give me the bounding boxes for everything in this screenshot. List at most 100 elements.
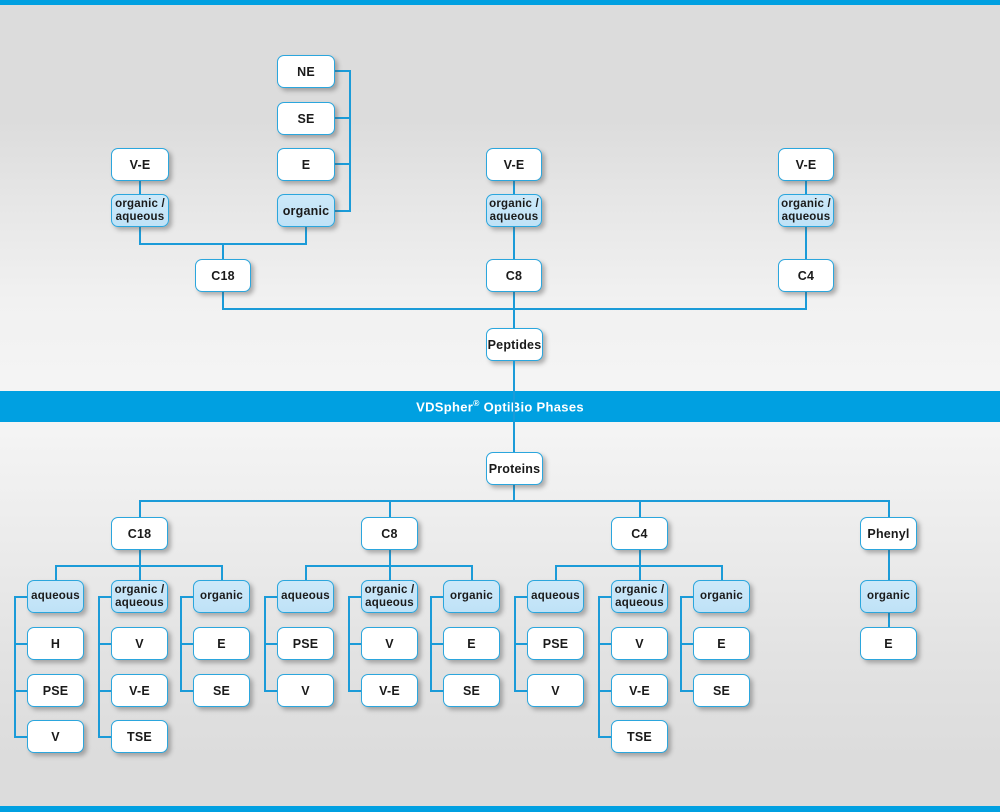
proteins-c4-group-organic[interactable]: organic <box>693 580 750 613</box>
proteins-phase-c4[interactable]: C4 <box>611 517 668 550</box>
proteins-c4-oa-child-ve[interactable]: V-E <box>611 674 668 707</box>
proteins-c18-group-organic-aqueous[interactable]: organic / aqueous <box>111 580 168 613</box>
box-label: NE <box>297 64 315 79</box>
box-label: organic <box>282 203 330 218</box>
box-label: V-E <box>379 683 400 698</box>
connector-p-c18-down <box>139 550 141 565</box>
connector-oa-down <box>139 227 141 243</box>
connector-p-c18-to-oa <box>139 565 141 580</box>
connector-stub <box>180 643 194 645</box>
proteins-phase-phenyl[interactable]: Phenyl <box>860 517 917 550</box>
box-label: aqueous <box>281 590 330 603</box>
connector-p-c8-group-bus <box>305 565 471 567</box>
box-label: V <box>301 683 310 698</box>
box-label: Peptides <box>487 337 542 352</box>
peptides-c18-organic-child-se[interactable]: SE <box>277 102 335 135</box>
box-label-line2: aqueous <box>115 210 165 223</box>
peptides-phase-c8[interactable]: C8 <box>486 259 542 292</box>
proteins-c8-group-aqueous[interactable]: aqueous <box>277 580 334 613</box>
proteins-c8-oa-child-v[interactable]: V <box>361 627 418 660</box>
proteins-c18-organic-child-se[interactable]: SE <box>193 674 250 707</box>
proteins-c4-aqueous-child-pse[interactable]: PSE <box>527 627 584 660</box>
proteins-phase-c18[interactable]: C18 <box>111 517 168 550</box>
box-label: aqueous <box>531 590 580 603</box>
proteins-c8-group-organic[interactable]: organic <box>443 580 500 613</box>
peptides-c8-oa-child-ve[interactable]: V-E <box>486 148 542 181</box>
box-label: organic <box>200 590 243 603</box>
connector-stub <box>680 596 694 598</box>
peptides-c18-group-organic-aqueous[interactable]: organic / aqueous <box>111 194 169 227</box>
box-label: SE <box>712 683 731 698</box>
box-label: C8 <box>505 268 523 283</box>
proteins-c18-oa-child-tse[interactable]: TSE <box>111 720 168 753</box>
peptides-c8-group-organic-aqueous[interactable]: organic / aqueous <box>486 194 542 227</box>
peptides-c18-group-organic[interactable]: organic <box>277 194 335 227</box>
connector-peptides-c8-ve-to-oa <box>513 181 515 194</box>
proteins-c8-organic-child-e[interactable]: E <box>443 627 500 660</box>
box-label: C18 <box>127 526 152 541</box>
peptides-c18-organic-child-ne[interactable]: NE <box>277 55 335 88</box>
proteins-c4-oa-child-v[interactable]: V <box>611 627 668 660</box>
proteins-c8-organic-child-se[interactable]: SE <box>443 674 500 707</box>
peptides-phase-c18[interactable]: C18 <box>195 259 251 292</box>
box-label: H <box>50 636 61 651</box>
proteins-phase-c8[interactable]: C8 <box>361 517 418 550</box>
box-label: C4 <box>631 526 648 541</box>
connector-organic-down <box>305 227 307 243</box>
proteins-c4-organic-child-se[interactable]: SE <box>693 674 750 707</box>
connector-stub <box>348 596 362 598</box>
proteins-c8-aqueous-child-v[interactable]: V <box>277 674 334 707</box>
banner-text-main: VDSpher <box>416 399 474 415</box>
proteins-c4-aqueous-child-v[interactable]: V <box>527 674 584 707</box>
proteins-c4-organic-child-e[interactable]: E <box>693 627 750 660</box>
connector-p-c8-down <box>389 550 391 565</box>
proteins-c8-aqueous-child-pse[interactable]: PSE <box>277 627 334 660</box>
proteins-c4-group-aqueous[interactable]: aqueous <box>527 580 584 613</box>
proteins-c8-group-organic-aqueous[interactable]: organic / aqueous <box>361 580 418 613</box>
connector-stub-e <box>335 163 351 165</box>
box-label: E <box>217 636 226 651</box>
box-label: C18 <box>211 268 235 283</box>
box-label: SE <box>212 683 231 698</box>
proteins-c18-group-aqueous[interactable]: aqueous <box>27 580 84 613</box>
box-label: V <box>385 636 394 651</box>
proteins-phenyl-organic-child-e[interactable]: E <box>860 627 917 660</box>
proteins-c4-oa-child-tse[interactable]: TSE <box>611 720 668 753</box>
connector-stub <box>514 596 528 598</box>
connector-c8-to-peptides-bus <box>513 292 515 308</box>
peptides-c4-oa-child-ve[interactable]: V-E <box>778 148 834 181</box>
box-label: aqueous <box>31 590 80 603</box>
peptides-c18-oa-child-ve[interactable]: V-E <box>111 148 169 181</box>
connector-p-c4-down <box>639 550 641 565</box>
peptides-root[interactable]: Peptides <box>486 328 543 361</box>
connector-p-c18-oa-rail <box>98 596 100 736</box>
box-label: PSE <box>292 636 319 651</box>
connector-proteins-main-bus <box>139 500 889 502</box>
proteins-c18-aqueous-child-pse[interactable]: PSE <box>27 674 84 707</box>
connector-bus-to-p-c18 <box>139 500 141 517</box>
peptides-c18-organic-child-e[interactable]: E <box>277 148 335 181</box>
peptides-phase-c4[interactable]: C4 <box>778 259 834 292</box>
proteins-phenyl-group-organic[interactable]: organic <box>860 580 917 613</box>
proteins-c8-oa-child-ve[interactable]: V-E <box>361 674 418 707</box>
proteins-c18-aqueous-child-h[interactable]: H <box>27 627 84 660</box>
connector-stub <box>264 643 278 645</box>
proteins-c4-group-organic-aqueous[interactable]: organic / aqueous <box>611 580 668 613</box>
connector-p-c4-to-oa <box>639 565 641 580</box>
connector-stub <box>514 643 528 645</box>
banner-text-suffix: OptiBio Phases <box>479 399 584 415</box>
proteins-c18-group-organic[interactable]: organic <box>193 580 250 613</box>
peptides-c4-group-organic-aqueous[interactable]: organic / aqueous <box>778 194 834 227</box>
connector-p-c8-to-aqueous <box>305 565 307 580</box>
box-label: V <box>551 683 560 698</box>
connector-stub <box>430 596 444 598</box>
connector-stub <box>598 596 612 598</box>
proteins-root[interactable]: Proteins <box>486 452 543 485</box>
connector-p-c18-to-organic <box>221 565 223 580</box>
proteins-c18-aqueous-child-v[interactable]: V <box>27 720 84 753</box>
proteins-c18-oa-child-ve[interactable]: V-E <box>111 674 168 707</box>
proteins-c18-organic-child-e[interactable]: E <box>193 627 250 660</box>
registered-mark-icon: ® <box>473 398 480 409</box>
connector-p-c4-to-organic <box>721 565 723 580</box>
proteins-c18-oa-child-v[interactable]: V <box>111 627 168 660</box>
